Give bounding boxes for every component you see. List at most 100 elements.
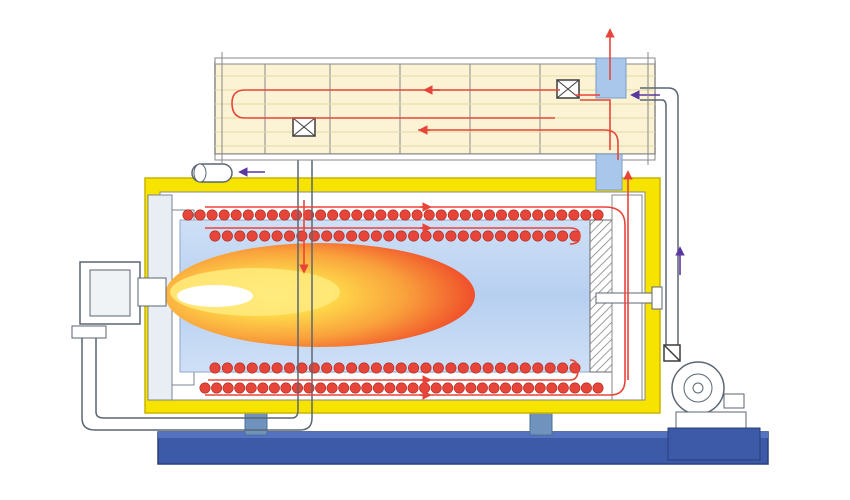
fire-tube bbox=[321, 362, 333, 374]
fire-tube bbox=[411, 209, 423, 221]
fire-tube bbox=[470, 230, 482, 242]
fire-tube bbox=[346, 230, 358, 242]
fire-tube bbox=[246, 230, 258, 242]
fire-tubes bbox=[182, 209, 604, 394]
fire-tube bbox=[580, 209, 592, 221]
fire-tube bbox=[296, 362, 308, 374]
fire-tube bbox=[470, 362, 482, 374]
fire-tube bbox=[222, 382, 234, 394]
fire-tube bbox=[308, 362, 320, 374]
fire-tube bbox=[482, 230, 494, 242]
fire-tube bbox=[544, 362, 556, 374]
fire-tube bbox=[407, 382, 419, 394]
air-path bbox=[238, 90, 685, 275]
fire-tube bbox=[557, 230, 569, 242]
fire-tube bbox=[508, 209, 520, 221]
fire-tube bbox=[383, 362, 395, 374]
fire-tube bbox=[308, 230, 320, 242]
fire-tube bbox=[420, 230, 432, 242]
economizer bbox=[214, 57, 656, 161]
fire-tube bbox=[209, 362, 221, 374]
fire-tube bbox=[259, 230, 271, 242]
fire-tube bbox=[465, 382, 477, 394]
fire-tube bbox=[259, 362, 271, 374]
burner bbox=[71, 261, 167, 339]
fire-tube bbox=[283, 230, 295, 242]
fire-tube bbox=[315, 209, 327, 221]
fire-tube bbox=[546, 382, 558, 394]
fire-tube bbox=[495, 209, 507, 221]
fire-tube bbox=[372, 382, 384, 394]
fire-tube bbox=[333, 230, 345, 242]
fire-tube bbox=[494, 362, 506, 374]
fire-tube bbox=[383, 230, 395, 242]
fire-tube bbox=[370, 362, 382, 374]
fire-tube bbox=[532, 362, 544, 374]
fire-tube bbox=[358, 362, 370, 374]
fire-tube bbox=[569, 382, 581, 394]
fire-tube bbox=[532, 209, 544, 221]
fire-tube bbox=[520, 209, 532, 221]
fire-tube bbox=[399, 209, 411, 221]
fire-tube bbox=[211, 382, 223, 394]
base-frame bbox=[157, 431, 769, 465]
fire-tube bbox=[333, 362, 345, 374]
air-duct bbox=[81, 130, 313, 431]
fire-tube bbox=[476, 382, 488, 394]
fire-tube bbox=[445, 230, 457, 242]
fire-tube bbox=[230, 209, 242, 221]
fire-tube bbox=[395, 382, 407, 394]
fire-tube bbox=[234, 362, 246, 374]
fire-tube bbox=[246, 362, 258, 374]
fire-tube bbox=[209, 230, 221, 242]
fire-tube bbox=[507, 362, 519, 374]
fire-tube bbox=[199, 382, 211, 394]
fire-tube bbox=[557, 382, 569, 394]
fire-tube bbox=[445, 362, 457, 374]
fire-tube bbox=[358, 230, 370, 242]
fire-tube bbox=[245, 382, 257, 394]
fire-tube bbox=[423, 209, 435, 221]
fire-tube bbox=[271, 362, 283, 374]
fire-tube bbox=[419, 382, 431, 394]
fire-tube bbox=[532, 230, 544, 242]
fire-tube bbox=[290, 209, 302, 221]
fire-tube bbox=[387, 209, 399, 221]
fire-tube bbox=[254, 209, 266, 221]
flue-gas-path bbox=[205, 28, 633, 400]
fire-tube bbox=[408, 362, 420, 374]
fire-tube bbox=[321, 230, 333, 242]
fire-tube bbox=[242, 209, 254, 221]
right-air-duct bbox=[640, 87, 681, 362]
economizer-rails bbox=[221, 52, 649, 165]
fire-tube bbox=[326, 382, 338, 394]
fire-tube bbox=[206, 209, 218, 221]
blower-fan bbox=[667, 361, 761, 461]
fire-tube bbox=[488, 382, 500, 394]
fire-tube bbox=[499, 382, 511, 394]
fire-tube bbox=[511, 382, 523, 394]
fire-tube bbox=[457, 230, 469, 242]
fire-tube bbox=[327, 209, 339, 221]
fire-tube bbox=[384, 382, 396, 394]
fire-tube bbox=[338, 382, 350, 394]
fire-tube bbox=[580, 382, 592, 394]
fire-tube bbox=[234, 230, 246, 242]
fire-tube bbox=[544, 230, 556, 242]
fire-tube bbox=[482, 362, 494, 374]
fire-tube bbox=[432, 362, 444, 374]
fire-tube bbox=[544, 209, 556, 221]
fire-tube bbox=[234, 382, 246, 394]
fire-tube bbox=[395, 230, 407, 242]
fire-tube bbox=[283, 362, 295, 374]
fire-tube bbox=[339, 209, 351, 221]
fire-tube bbox=[459, 209, 471, 221]
fire-tube bbox=[519, 362, 531, 374]
fire-tube bbox=[483, 209, 495, 221]
fire-tube bbox=[221, 230, 233, 242]
fire-tube bbox=[218, 209, 230, 221]
fire-tube bbox=[408, 230, 420, 242]
fire-tube bbox=[268, 382, 280, 394]
